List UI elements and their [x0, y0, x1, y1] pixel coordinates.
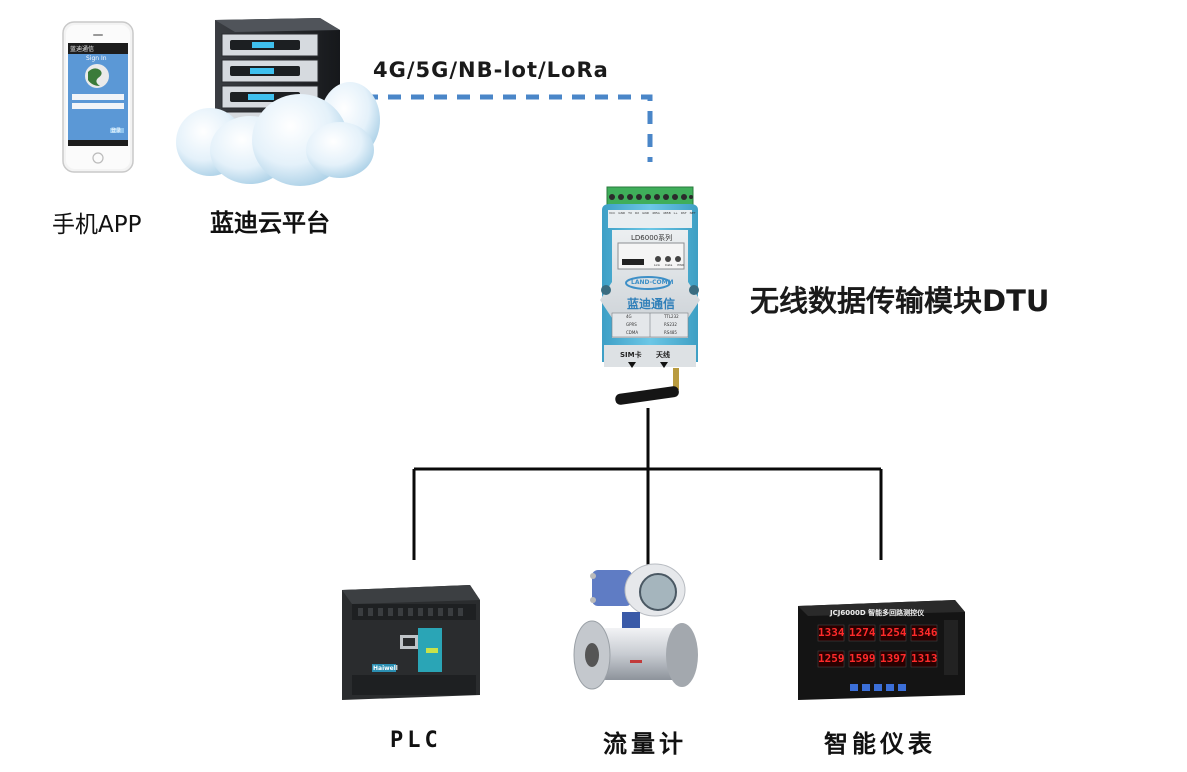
dtu-port-sim: SIM卡: [620, 351, 642, 359]
dtu-label: 无线数据传输模块DTU: [750, 284, 1050, 318]
dtu-mode: RS485: [664, 330, 677, 335]
flowmeter-label: 流量计: [603, 730, 687, 758]
plc-label: PLC: [390, 728, 442, 753]
terminal-label: RX: [635, 211, 640, 215]
meter-reading: 1254: [880, 626, 907, 639]
meter-reading: 1346: [911, 626, 938, 639]
phone-app-name: 蓝迪通信: [70, 46, 95, 53]
meter-reading: 1334: [818, 626, 845, 639]
smart-meter-icon: [798, 600, 965, 700]
terminal-screws: [609, 194, 693, 200]
meter-reading: 1599: [849, 652, 876, 665]
dtu-leds: Link Data PWR: [654, 263, 684, 267]
cloud-server-icon: [176, 18, 380, 186]
plc-icon: [342, 585, 480, 700]
phone-screen-title: Sign In: [86, 55, 107, 62]
meter-reading: 1274: [849, 626, 876, 639]
wireless-link: [365, 94, 653, 162]
led-label: Data: [665, 263, 673, 267]
wired-bus: [412, 408, 883, 565]
terminal-label: GND: [618, 211, 626, 215]
network-protocol-label: 4G/5G/NB-lot/LoRa: [373, 58, 609, 82]
dtu-mode-left: 4G GPRS CDMA: [626, 313, 638, 337]
terminal-label: VCC: [609, 211, 616, 215]
dtu-mode-right: TTL232 RS232 RS485: [664, 313, 679, 337]
dtu-brand-en: LAND-COMM: [631, 279, 674, 286]
dtu-port-antenna: 天线: [656, 351, 670, 359]
led-label: PWR: [677, 263, 685, 267]
phone-app-label: 手机APP: [52, 212, 142, 238]
terminal-label: GND: [642, 211, 650, 215]
phone-login-button: 登录: [111, 128, 122, 134]
terminal-label: RST: [680, 211, 687, 215]
dtu-module-icon: [600, 186, 700, 405]
meter-reading: 1397: [880, 652, 907, 665]
terminal-label: L+: [673, 211, 678, 215]
dtu-mode: RS232: [664, 322, 677, 327]
dtu-brand-cn: 蓝迪通信: [627, 297, 676, 311]
dtu-mode: TTL232: [664, 314, 679, 319]
smart-meter-label: 智能仪表: [824, 730, 936, 758]
terminal-label: 485B: [662, 211, 671, 215]
cloud-platform-label: 蓝迪云平台: [210, 209, 330, 237]
meter-model: JCJ6000D 智能多回路测控仪: [830, 609, 925, 617]
terminal-label: TX: [628, 211, 633, 215]
terminal-label: NET: [689, 211, 696, 215]
meter-reading: 1313: [911, 652, 938, 665]
dtu-mode: GPRS: [626, 322, 637, 327]
dtu-model: LD6000系列: [631, 234, 673, 242]
plc-brand: Haiwell: [373, 665, 398, 672]
terminal-label: 485A: [652, 211, 660, 215]
dtu-terminals: VCC GND TX RX GND 485A 485B L+ RST NET: [609, 211, 696, 215]
phone-icon: [62, 21, 134, 173]
flowmeter-icon: [573, 563, 698, 690]
meter-reading: 1259: [818, 652, 845, 665]
dtu-mode: 4G: [626, 314, 632, 319]
dtu-mode: CDMA: [626, 330, 639, 335]
led-label: Link: [654, 263, 661, 267]
